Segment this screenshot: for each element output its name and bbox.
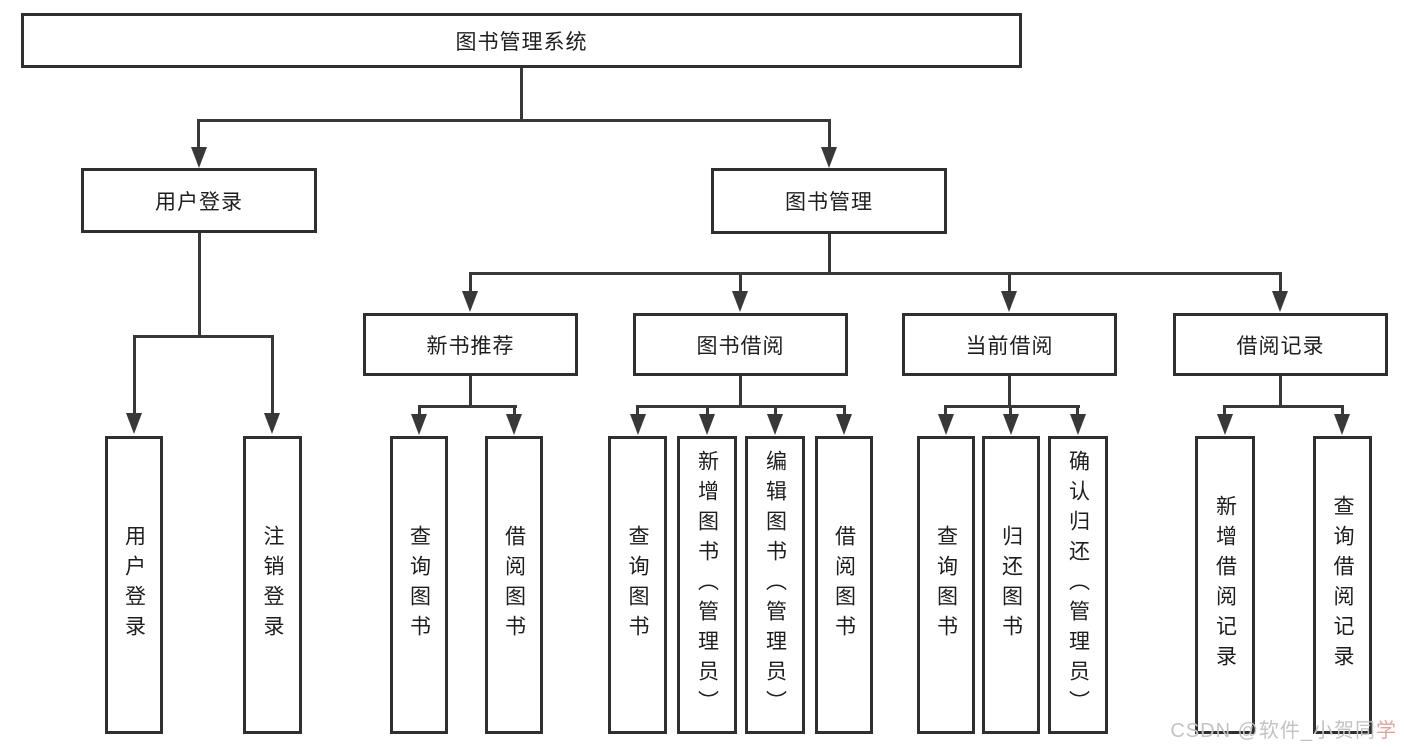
leaf-label: 注销登录 [261,525,284,645]
connector-line [739,376,742,407]
connector-line [197,119,200,151]
connector-line [828,119,831,151]
arrow-down-icon [938,414,954,435]
leaf-query-borrow-record: 查询借阅记录 [1313,436,1372,734]
csdn-watermark: CSDN @软件_小贺同学 [1170,714,1397,743]
node-user-login: 用户登录 [81,168,317,233]
connector-line [1279,376,1282,407]
leaf-add-books-admin: 新增图书（管理员） [677,436,737,734]
connector-line [469,272,1281,275]
connector-line [1341,405,1344,416]
leaf-borrow-books: 借阅图书 [815,436,873,734]
connector-line [739,272,742,293]
arrow-down-icon [1001,291,1017,312]
leaf-query-books-recommend: 查询图书 [390,436,448,734]
connector-line [1076,405,1079,416]
arrow-down-icon [1217,414,1233,435]
leaf-label: 查询图书 [407,525,431,645]
connector-line [1008,272,1011,293]
connector-line [198,233,201,337]
connector-line [1008,376,1011,407]
connector-line [944,405,947,416]
leaf-add-borrow-record: 新增借阅记录 [1195,436,1255,734]
leaf-label: 编辑图书（管理员） [763,450,787,720]
node-root-system: 图书管理系统 [21,13,1022,68]
connector-line [843,405,846,416]
arrow-down-icon [836,414,852,435]
leaf-label: 借阅图书 [832,525,856,645]
watermark-text: CSDN @软件_小贺同 [1170,720,1376,742]
arrow-down-icon [264,413,280,434]
leaf-logout: 注销登录 [243,436,302,734]
arrow-down-icon [506,414,522,435]
leaf-label: 确认归还（管理员） [1066,450,1090,720]
arrow-down-icon [1003,414,1019,435]
leaf-return-books: 归还图书 [982,436,1040,734]
arrow-down-icon [191,147,207,168]
connector-line [418,405,421,416]
connector-line [636,405,846,408]
arrow-down-icon [732,291,748,312]
connector-line [133,335,136,414]
node-book-management: 图书管理 [711,168,947,234]
leaf-query-books-current: 查询图书 [917,436,975,734]
node-borrow-records: 借阅记录 [1173,313,1388,376]
node-current-borrow: 当前借阅 [902,313,1117,376]
arrow-down-icon [699,414,715,435]
arrow-down-icon [1272,291,1288,312]
connector-line [774,405,777,416]
arrow-down-icon [411,414,427,435]
arrow-down-icon [126,413,142,434]
connector-line [513,405,516,416]
leaf-label: 查询图书 [626,525,649,645]
arrow-down-icon [630,414,646,435]
connector-line [133,335,274,338]
node-book-borrow: 图书借阅 [633,313,848,376]
connector-line [271,335,274,414]
arrow-down-icon [462,291,478,312]
leaf-label: 查询图书 [934,525,958,645]
leaf-label: 借阅图书 [502,525,526,645]
leaf-confirm-return-admin: 确认归还（管理员） [1048,436,1108,734]
node-new-book-recommend: 新书推荐 [363,313,578,376]
connector-line [520,68,523,120]
connector-line [945,405,1080,408]
connector-line [418,405,517,408]
leaf-borrow-books-recommend: 借阅图书 [485,436,543,734]
arrow-down-icon [767,414,783,435]
arrow-down-icon [1070,414,1086,435]
leaf-label: 新增借阅记录 [1213,495,1237,675]
leaf-label: 用户登录 [122,525,146,645]
leaf-label: 归还图书 [999,525,1023,645]
connector-line [1279,272,1282,293]
connector-line [469,272,472,293]
connector-line [636,405,639,416]
watermark-accent-char: 学 [1376,720,1397,742]
connector-line [1224,405,1344,408]
connector-line [706,405,709,416]
connector-line [198,119,831,122]
connector-line [1009,405,1012,416]
connector-line [1223,405,1226,416]
leaf-query-books-borrow: 查询图书 [608,436,667,734]
connector-line [469,376,472,407]
arrow-down-icon [821,147,837,168]
arrow-down-icon [1334,414,1350,435]
leaf-edit-books-admin: 编辑图书（管理员） [745,436,805,734]
leaf-user-login: 用户登录 [105,436,163,734]
connector-line [828,234,831,274]
leaf-label: 查询借阅记录 [1331,495,1354,675]
leaf-label: 新增图书（管理员） [695,450,719,720]
